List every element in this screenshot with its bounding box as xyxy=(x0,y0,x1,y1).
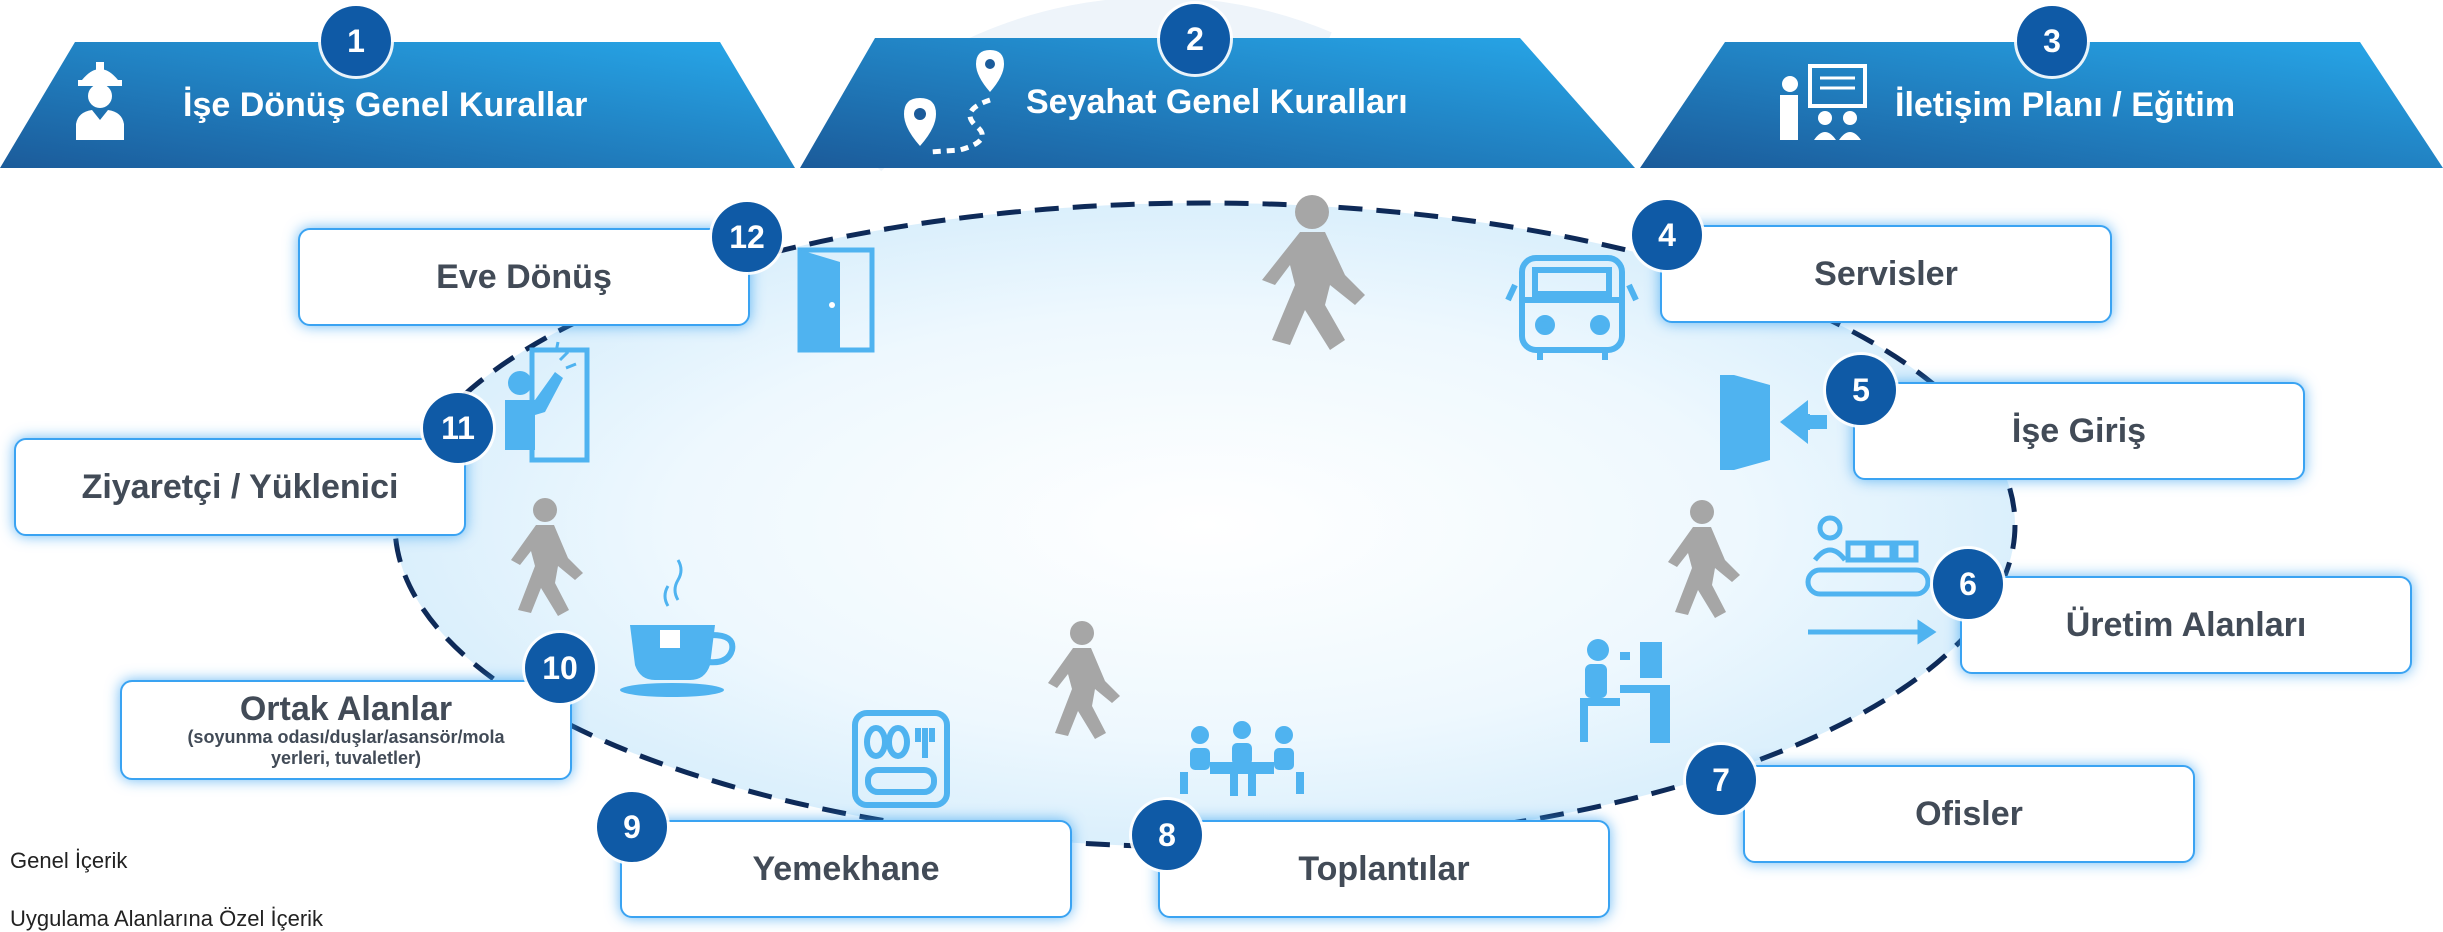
station-number: 6 xyxy=(1933,549,2003,619)
station-label: Ofisler xyxy=(1915,794,2023,833)
station-number: 11 xyxy=(423,393,493,463)
station-card-ziyaretci[interactable]: Ziyaretçi / Yüklenici xyxy=(14,438,466,536)
station-number: 7 xyxy=(1686,745,1756,815)
walker-icon xyxy=(1048,621,1120,739)
coffee-cup-icon xyxy=(620,559,736,697)
presentation-icon xyxy=(1780,64,1867,140)
production-line-icon xyxy=(1805,515,1937,645)
station-card-ofisler[interactable]: Ofisler xyxy=(1743,765,2195,863)
visitor-icon xyxy=(505,341,590,463)
station-card-servisler[interactable]: Servisler xyxy=(1660,225,2112,323)
station-card-ise-giris[interactable]: İşe Giriş xyxy=(1853,382,2305,480)
station-card-eve-donus[interactable]: Eve Dönüş xyxy=(298,228,750,326)
station-label: Eve Dönüş xyxy=(436,257,612,296)
legend-specific: Uygulama Alanlarına Özel İçerik xyxy=(10,906,324,931)
entry-icon xyxy=(1720,375,1827,470)
station-number: 10 xyxy=(525,633,595,703)
banner-1-number: 1 xyxy=(321,6,391,76)
banner-3-title[interactable]: İletişim Planı / Eğitim xyxy=(1895,86,2236,124)
station-card-yemekhane[interactable]: Yemekhane xyxy=(620,820,1072,918)
station-label: Ziyaretçi / Yüklenici xyxy=(81,467,399,506)
walker-icon xyxy=(1262,195,1365,350)
station-card-ortak-alanlar[interactable]: Ortak Alanlar (soyunma odası/duşlar/asan… xyxy=(120,680,572,780)
banner-1-shape xyxy=(0,42,795,168)
food-tray-icon xyxy=(852,710,950,808)
walker-icon xyxy=(511,498,583,616)
station-label: Üretim Alanları xyxy=(2065,605,2307,644)
station-label: Toplantılar xyxy=(1298,849,1470,888)
walker-icon xyxy=(1668,500,1740,618)
banner-3-number: 3 xyxy=(2017,6,2087,76)
station-label: Servisler xyxy=(1814,254,1958,293)
worker-icon xyxy=(76,62,124,140)
bus-icon xyxy=(1505,255,1639,360)
station-card-toplantilar[interactable]: Toplantılar xyxy=(1158,820,1610,918)
station-number: 12 xyxy=(712,202,782,272)
station-number: 9 xyxy=(597,792,667,862)
meeting-icon xyxy=(1180,721,1304,796)
banner-3-shape xyxy=(1640,42,2443,168)
banner-2-number: 2 xyxy=(1160,4,1230,74)
legend-general: Genel İçerik xyxy=(10,848,128,873)
route-icon xyxy=(904,50,1004,155)
station-card-uretim-alanlari[interactable]: Üretim Alanları xyxy=(1960,576,2412,674)
station-sublabel: (soyunma odası/duşlar/asansör/mola yerle… xyxy=(187,727,505,768)
station-label: Yemekhane xyxy=(752,849,940,888)
station-number: 5 xyxy=(1826,355,1896,425)
station-label: İşe Giriş xyxy=(2011,411,2147,450)
station-number: 4 xyxy=(1632,200,1702,270)
office-desk-icon xyxy=(1580,639,1670,743)
station-number: 8 xyxy=(1132,800,1202,870)
banner-2-title[interactable]: Seyahat Genel Kuralları xyxy=(1026,83,1408,121)
banner-2-shape xyxy=(800,38,1635,168)
banner-1-title[interactable]: İşe Dönüş Genel Kurallar xyxy=(183,86,588,124)
station-label: Ortak Alanlar xyxy=(239,690,453,728)
exit-door-icon xyxy=(797,247,875,353)
